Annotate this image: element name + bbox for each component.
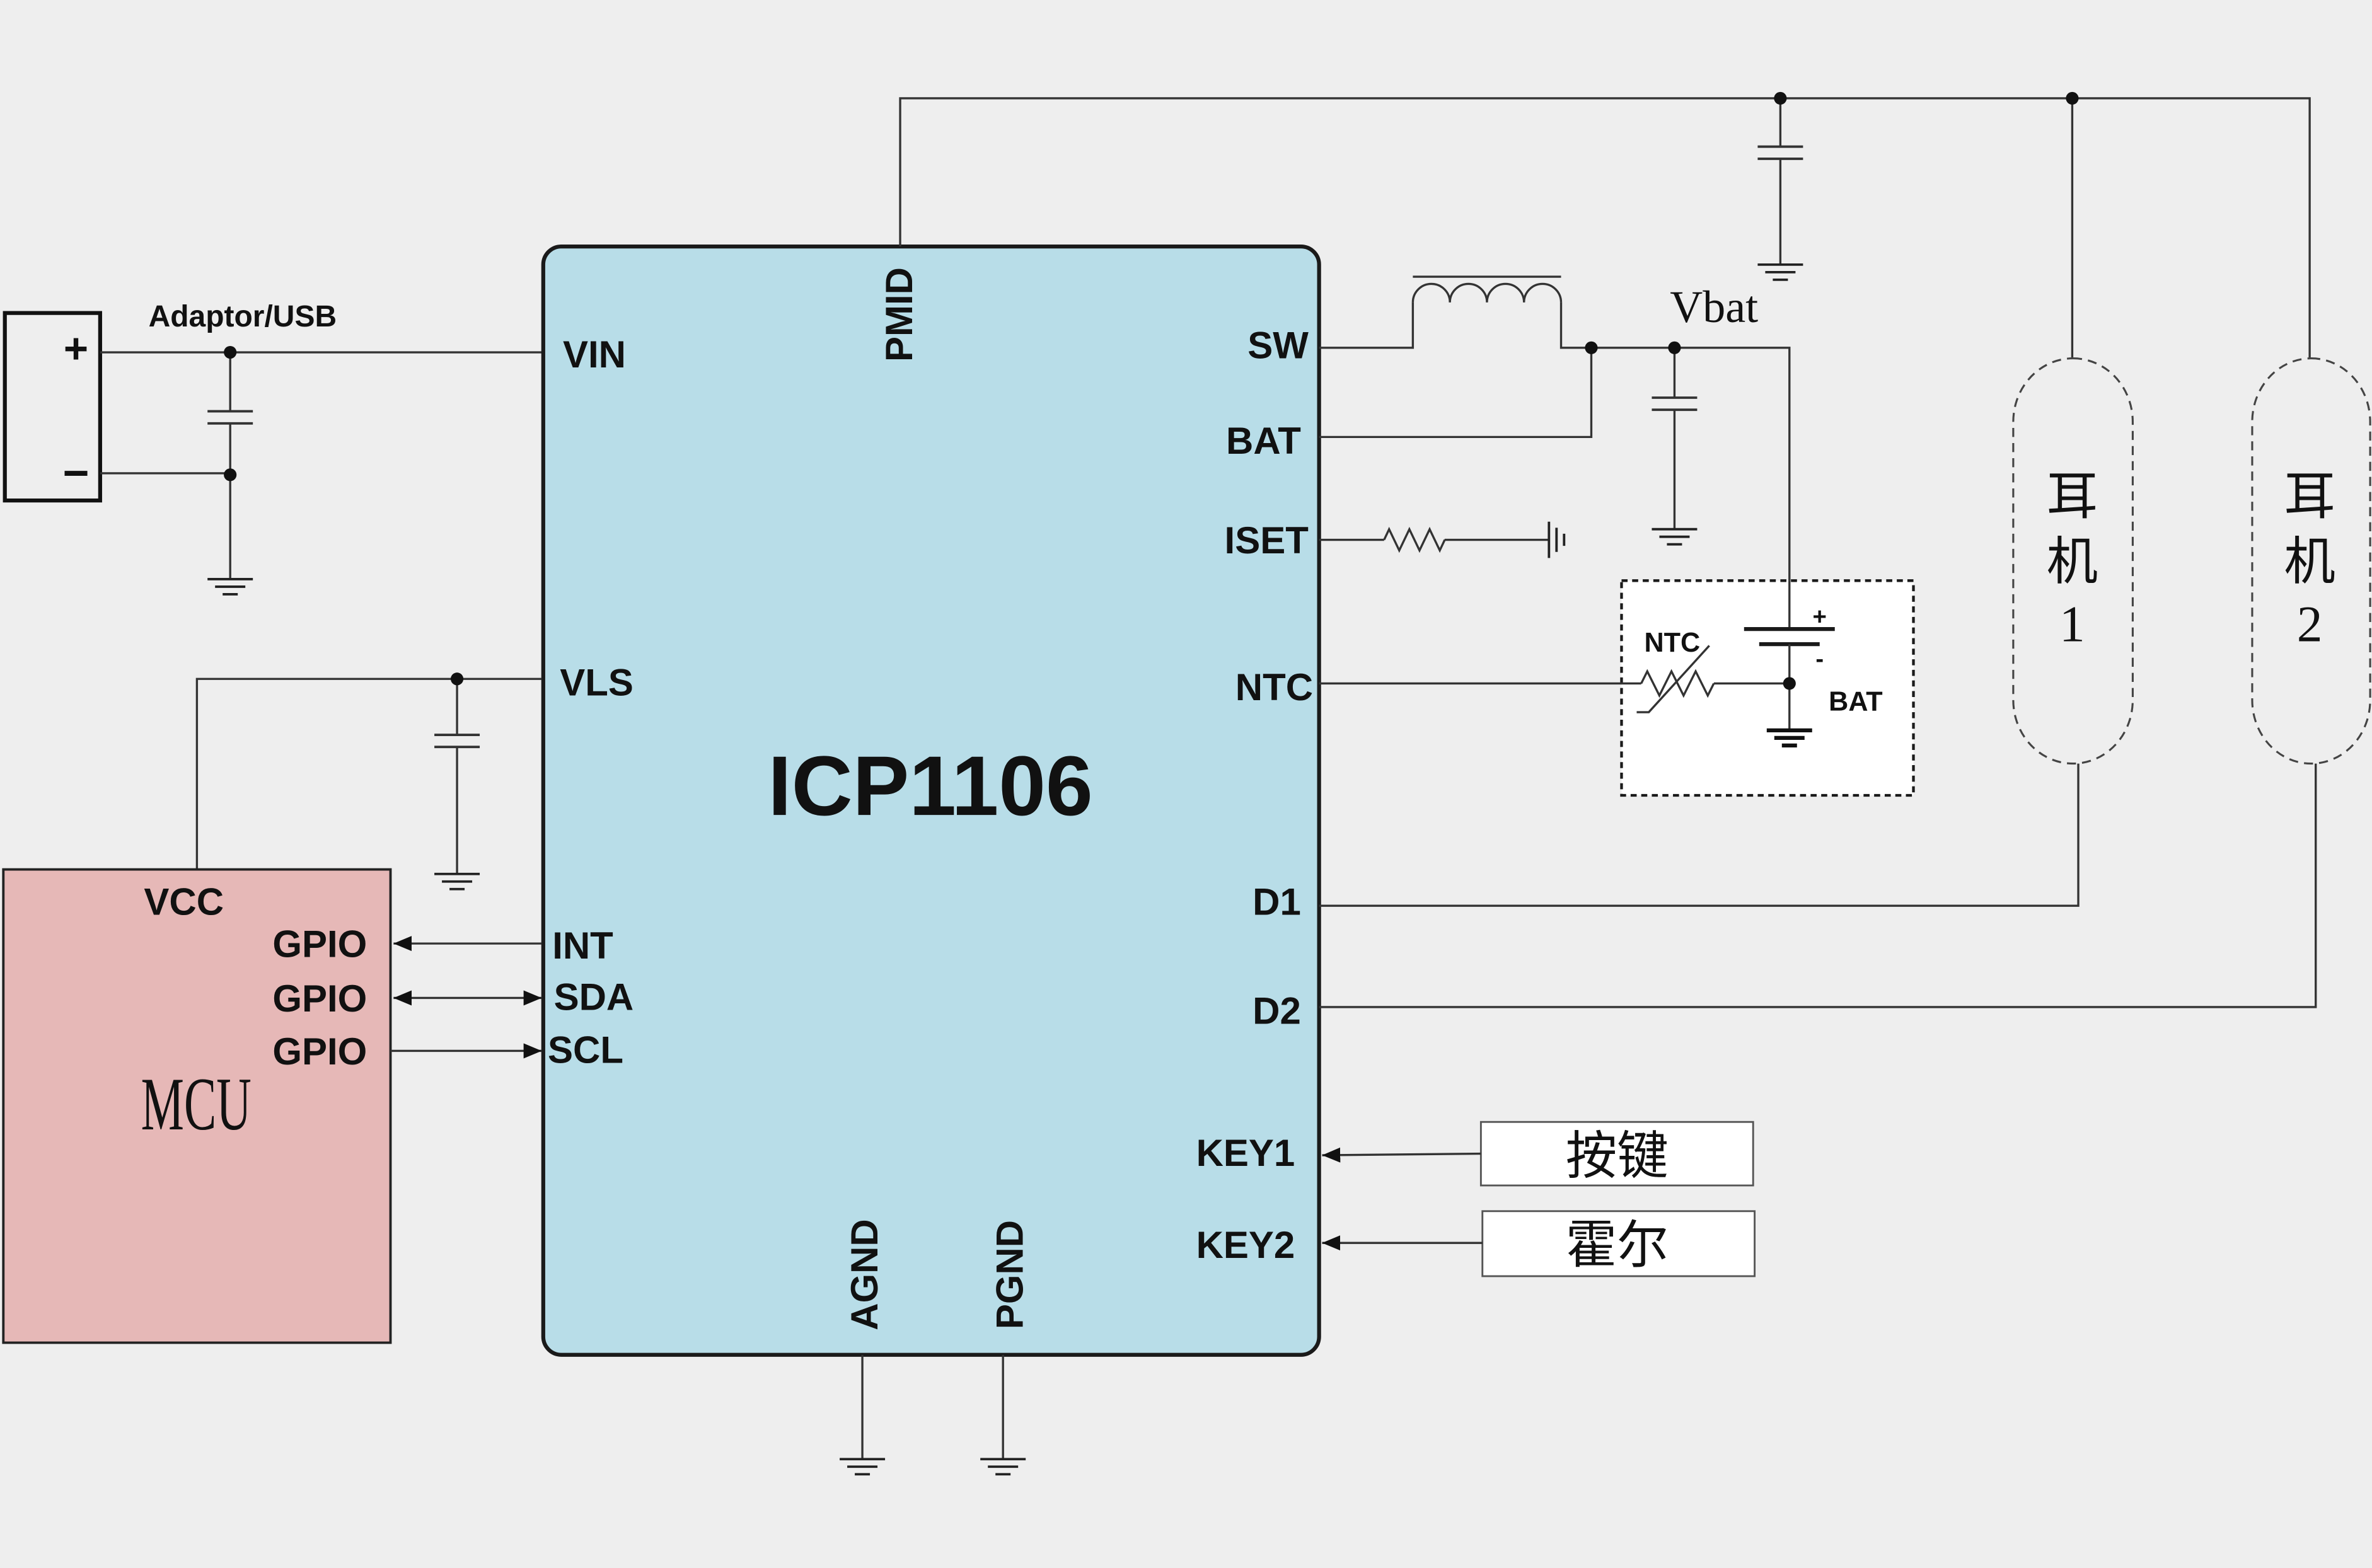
hall-sensor-block: 霍尔 <box>1481 1210 1756 1277</box>
pin-label-ntc: NTC <box>1235 666 1313 708</box>
power-source: + − Adaptor/USB <box>3 300 337 503</box>
pin-label-vin: VIN <box>563 333 626 376</box>
mcu-gpio-label: GPIO <box>272 1030 367 1073</box>
signal-key1-arrow <box>1322 1147 1481 1163</box>
ground-symbol <box>980 1458 1026 1476</box>
pin-label-scl: SCL <box>548 1029 623 1071</box>
junction-dot <box>1774 91 1787 105</box>
ntc-thermistor-arrow <box>1636 645 1710 713</box>
earphone-2-char: 机 <box>2284 533 2335 591</box>
iset-resistor <box>1383 526 1446 553</box>
earphone-1-number: 1 <box>2059 595 2085 652</box>
ground-symbol <box>1548 521 1566 558</box>
pmid-capacitor <box>1757 145 1803 160</box>
junction-dot <box>1668 341 1681 354</box>
earphone-1-char: 机 <box>2047 533 2098 591</box>
ground-symbol <box>840 1458 886 1476</box>
junction-dot <box>1783 677 1796 690</box>
mcu-vcc-label: VCC <box>144 881 224 923</box>
vbat-label: Vbat <box>1670 282 1758 332</box>
input-capacitor <box>207 410 253 425</box>
chip-body <box>541 244 1321 1357</box>
inductor-coil <box>1411 282 1563 303</box>
earphone-2-outline <box>2251 357 2371 765</box>
ntc-label: NTC <box>1644 628 1700 658</box>
mcu-body <box>2 868 392 1344</box>
earphone-2: 耳 机 2 <box>2251 357 2371 765</box>
pin-label-vls: VLS <box>560 662 633 704</box>
mcu-gpio-label: GPIO <box>272 977 367 1020</box>
junction-dot <box>224 468 237 481</box>
pin-label-int: INT <box>552 925 613 967</box>
wire-d1 <box>1319 763 2080 907</box>
mcu-name: MCU <box>141 1062 252 1146</box>
pin-label-key2: KEY2 <box>1196 1224 1295 1266</box>
battery-minus-sign: - <box>1815 645 1824 672</box>
pin-label-sda: SDA <box>554 976 634 1018</box>
power-minus-sign: − <box>62 448 89 499</box>
ground-symbol <box>1652 527 1698 546</box>
pin-label-pgnd: PGND <box>988 1220 1031 1329</box>
earphone-1-char: 耳 <box>2047 468 2098 526</box>
battery-plus-sign: + <box>1813 603 1827 630</box>
mcu-gpio-label: GPIO <box>272 923 367 966</box>
chip-name: ICP1106 <box>768 739 1092 833</box>
pin-label-agnd: AGND <box>843 1219 886 1330</box>
wire-bat-sense <box>1319 347 1593 439</box>
battery-ntc-block: + - NTC BAT <box>1620 579 1915 797</box>
pin-label-sw: SW <box>1247 325 1309 367</box>
junction-dot <box>450 672 464 686</box>
earphone-2-char: 耳 <box>2284 468 2335 526</box>
ground-symbol <box>207 577 253 596</box>
battery-label: BAT <box>1829 687 1883 717</box>
pin-label-iset: ISET <box>1225 519 1309 562</box>
junction-dot <box>2066 91 2079 105</box>
pin-label-bat: BAT <box>1226 420 1301 462</box>
mcu: VCC GPIO GPIO GPIO MCU <box>2 868 392 1344</box>
chip-icp1106: ICP1106 VIN PMID SW BAT ISET NTC VLS INT… <box>541 244 1321 1357</box>
key-button-box <box>1479 1121 1754 1187</box>
earphone-2-number: 2 <box>2297 595 2323 652</box>
pin-label-d2: D2 <box>1253 989 1301 1032</box>
earphone-1: 耳 机 1 <box>2012 357 2134 765</box>
junction-dot <box>1585 341 1598 354</box>
pin-label-pmid: PMID <box>878 267 920 362</box>
key-button-block: 按键 <box>1479 1121 1754 1187</box>
wire-vls <box>195 677 542 870</box>
key-button-label: 按键 <box>1566 1127 1669 1185</box>
junction-dot <box>224 345 237 359</box>
wire-sw <box>1319 302 1415 349</box>
adaptor-usb-label: Adaptor/USB <box>149 300 337 333</box>
power-source-box <box>3 311 102 503</box>
earphone-1-outline <box>2012 357 2134 765</box>
ntc-thermistor <box>1640 669 1715 698</box>
pin-label-key1: KEY1 <box>1196 1132 1295 1174</box>
vbat-capacitor <box>1652 396 1698 412</box>
wire-d2 <box>1319 763 2317 1008</box>
ground-symbol <box>1766 728 1812 747</box>
vls-capacitor <box>434 734 480 749</box>
hall-sensor-label: 霍尔 <box>1566 1216 1669 1274</box>
pin-label-d1: D1 <box>1253 881 1301 923</box>
power-plus-sign: + <box>64 325 88 372</box>
ground-symbol <box>1757 263 1803 281</box>
ground-symbol <box>434 872 480 891</box>
wire-pmid-rail <box>899 97 2311 359</box>
